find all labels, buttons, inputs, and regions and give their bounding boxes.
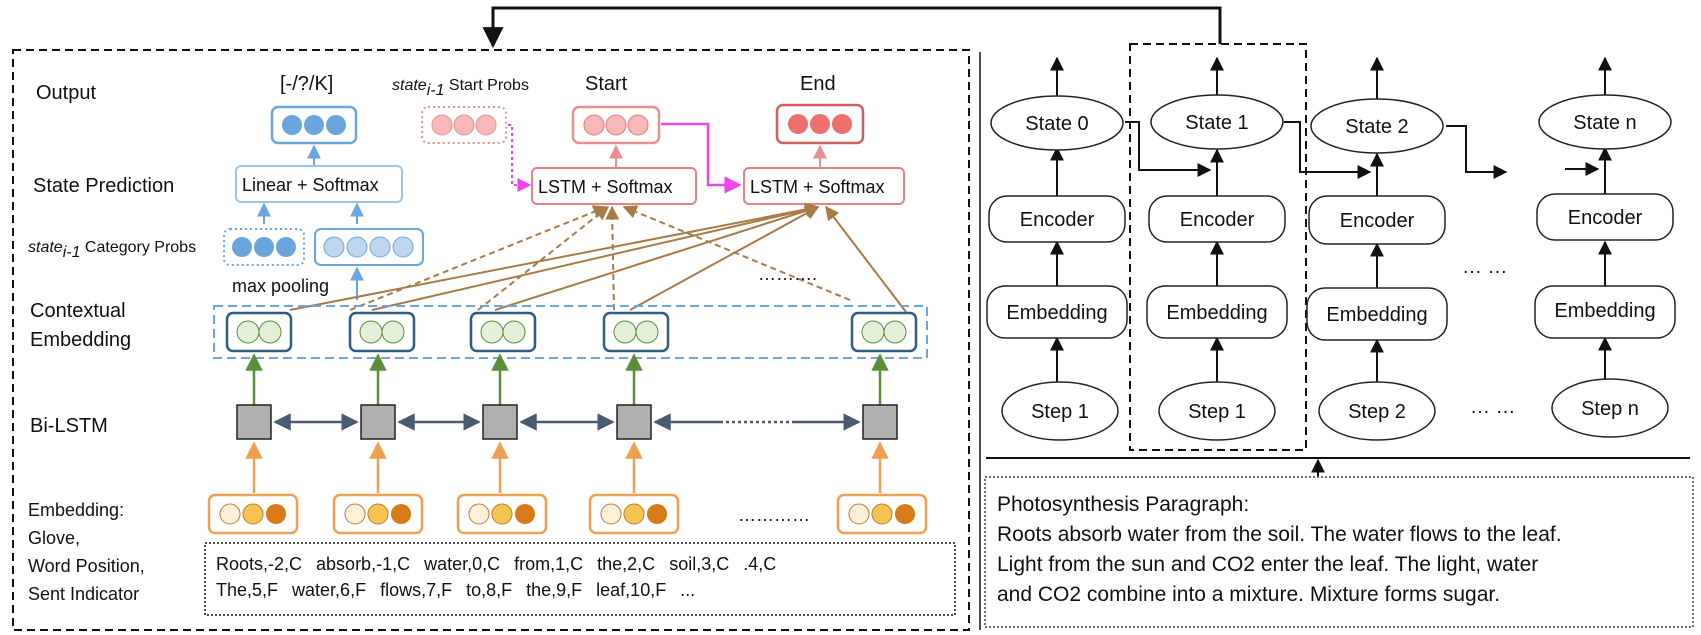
token: the,9,F [526,580,583,600]
linear-softmax-box [235,165,403,203]
paragraph-line: Light from the sun and CO2 enter the lea… [997,553,1539,576]
token: from,1,C [514,554,584,574]
paragraph-text: Photosynthesis Paragraph: Roots absorb w… [997,490,1687,610]
ellipsis-encoders: … … [1462,256,1508,278]
label-embedding-dots: ………… [738,505,810,525]
step-0-label: Step 1 [1031,401,1089,423]
label-state-output: [-/?/K] [280,73,333,95]
label-contextual: Contextual [30,300,126,322]
top-feedback-arrow [482,6,1222,49]
paragraph-line: Roots absorb water from the soil. The wa… [997,523,1562,546]
tokens-text: Roots,-2,C absorb,-1,C water,0,C from,1,C th… [216,551,946,603]
state-1-label: State 1 [1185,112,1248,134]
label-start-probs: statei-1 Start Probs [392,77,529,99]
tokens-line-1: Roots,-2,C absorb,-1,C water,0,C from,1,C th… [216,551,946,577]
label-bilstm: Bi-LSTM [30,415,108,437]
embedding-nodes [986,285,1676,341]
tokens-box [204,542,956,616]
linear-softmax-label: Linear + Softmax [242,175,379,195]
highlight-state-1 [1129,43,1307,451]
embedding-1-label: Embedding [1166,302,1267,324]
label-contextual-embedding: Embedding [30,329,131,351]
state-0-label: State 0 [1025,113,1088,135]
state-n-label: State n [1573,112,1636,134]
lstm-softmax-start [531,167,697,205]
label-end: End [800,73,836,95]
encoder-1-label: Encoder [1180,209,1255,231]
token: The,5,F [216,580,279,600]
label-category-probs: statei-1 Category Probs [28,239,196,261]
token: ... [680,580,696,600]
ellipsis-steps: … … [1470,396,1516,418]
token: absorb,-1,C [316,554,411,574]
token: soil,3,C [669,554,730,574]
token: water,6,F [292,580,367,600]
step-1-label: Step 1 [1188,401,1246,423]
encoder-0-label: Encoder [1020,209,1095,231]
lstm-softmax-start-label: LSTM + Softmax [538,177,673,197]
token: water,0,C [424,554,501,574]
token: the,2,C [597,554,656,574]
label-max-pooling: max pooling [232,276,329,296]
embedding-0-label: Embedding [1006,302,1107,324]
embedding-n-label: Embedding [1554,300,1655,322]
bilstm-cells [236,404,898,440]
encoder-2-label: Encoder [1340,210,1415,232]
state-nodes [990,94,1672,154]
left-panel-border [12,49,970,631]
label-start: Start [585,73,628,95]
label-embedding: Embedding: [28,500,124,520]
label-output: Output [36,82,96,104]
embedding-2-label: Embedding [1326,304,1427,326]
label-sent-indicator: Sent Indicator [28,584,139,604]
state-2-label: State 2 [1345,116,1408,138]
step-n-label: Step n [1581,398,1639,420]
tokens-line-2: The,5,F water,6,F flows,7,F to,8,F the,9,F le… [216,577,946,603]
step-nodes [1001,378,1669,441]
paragraph-title: Photosynthesis Paragraph: [997,493,1250,516]
lstm-softmax-end [743,167,905,205]
token: to,8,F [466,580,513,600]
token: leaf,10,F [596,580,667,600]
paragraph-box [984,476,1694,628]
paragraph-line: and CO2 combine into a mixture. Mixture … [997,583,1501,606]
label-state-prediction: State Prediction [33,175,174,197]
contextual-embedding-box [213,305,928,359]
label-attn-dots: ………. [758,264,817,284]
embedding-vectors [207,493,928,535]
label-word-position: Word Position, [28,556,145,576]
token: flows,7,F [380,580,453,600]
lstm-softmax-end-label: LSTM + Softmax [750,177,885,197]
token: Roots,-2,C [216,554,303,574]
max-pooled-vector [314,228,424,266]
encoder-n-label: Encoder [1568,207,1643,229]
encoder-nodes [988,193,1674,245]
label-glove: Glove, [28,528,80,548]
token: .4,C [743,554,777,574]
step-2-label: Step 2 [1348,401,1406,423]
contextual-vectors [225,311,918,353]
